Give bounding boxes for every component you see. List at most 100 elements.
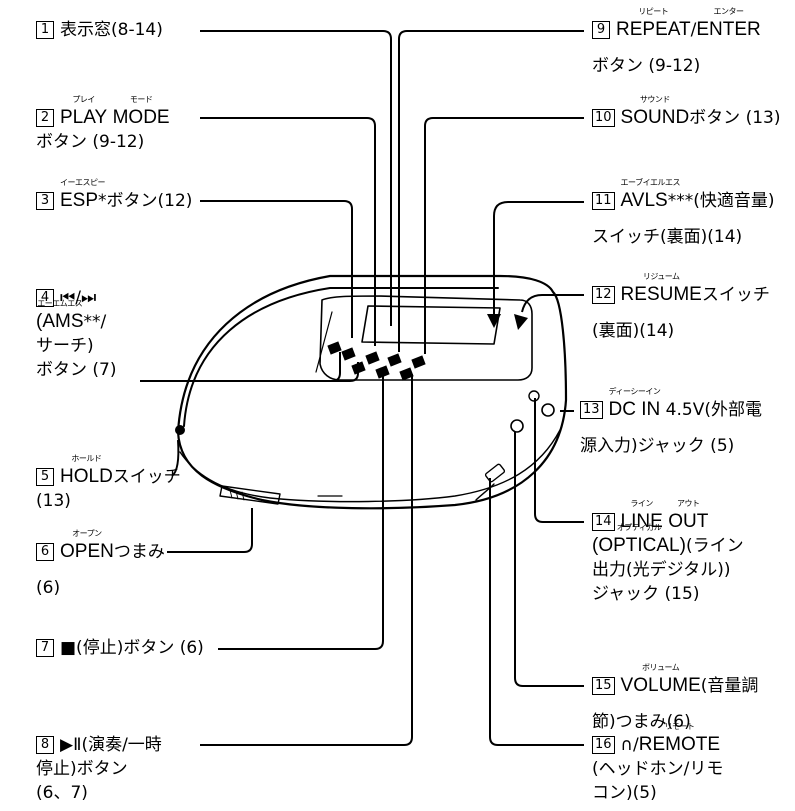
callout-text: *ボタン(12) bbox=[98, 191, 193, 211]
callout-text: ⏮/⏭ bbox=[60, 288, 97, 308]
callout-15-line: 節)つまみ(6) bbox=[592, 710, 758, 734]
callout-number: 14 bbox=[592, 513, 615, 531]
callout-text: ボタン (13) bbox=[689, 108, 781, 128]
callout-16-line: (ヘッドホン/リモ bbox=[592, 757, 723, 781]
callout-reading: ボリューム bbox=[642, 663, 680, 672]
leader-7 bbox=[218, 372, 384, 650]
arrow-12 bbox=[514, 314, 528, 330]
callout-reading: エーエムエス bbox=[37, 299, 83, 308]
callout-number: 5 bbox=[36, 468, 54, 486]
leader-6 bbox=[167, 508, 253, 553]
callout-text: コン)(5) bbox=[592, 783, 657, 803]
callout-text: 停止)ボタン bbox=[36, 759, 128, 779]
dc-in-jack bbox=[541, 403, 555, 417]
callout-reading: リジューム bbox=[642, 272, 680, 281]
callout-text: (ヘッドホン/リモ bbox=[592, 759, 724, 779]
callout-text: ▶Ⅱ(演奏/一時 bbox=[60, 735, 162, 755]
sound-button bbox=[411, 355, 426, 369]
callout-reading: ホールド bbox=[71, 454, 102, 463]
leader-2 bbox=[200, 117, 376, 346]
callout-8-line: (6、7) bbox=[36, 781, 162, 805]
callout-16-line: コン)(5) bbox=[592, 781, 723, 805]
leader-9 bbox=[398, 30, 584, 352]
callout-text: (6) bbox=[36, 578, 61, 598]
callout-4-line: 4⏮/⏭ bbox=[36, 286, 116, 310]
open-slider bbox=[219, 485, 281, 505]
callout-8-line: 8▶Ⅱ(演奏/一時 bbox=[36, 733, 162, 757]
callout-text: スイッチ bbox=[112, 467, 181, 487]
callout-number: 12 bbox=[592, 286, 615, 304]
callout-reading: リピート bbox=[638, 7, 669, 16]
callout-reading: エンター bbox=[713, 7, 745, 16]
callout-text: つまみ bbox=[113, 542, 165, 562]
leader-14 bbox=[534, 398, 584, 523]
callout-number: 2 bbox=[36, 109, 54, 127]
callout-number: 13 bbox=[580, 401, 603, 419]
callout-text: (裏面)(14) bbox=[592, 321, 675, 341]
callout-7-line: 7■(停止)ボタン (6) bbox=[36, 636, 204, 660]
callout-text: サーチ) bbox=[36, 336, 94, 356]
callout-term: VOLUME bbox=[620, 675, 701, 696]
callout-14-line: (OPTICAL)オプティカル(ライン bbox=[592, 523, 744, 558]
callout-term: (AMS bbox=[36, 311, 84, 332]
prev-button bbox=[327, 341, 342, 355]
callout-13-line: 源入力)ジャック (5) bbox=[580, 434, 762, 458]
callout-2-line: ボタン (9-12) bbox=[36, 130, 170, 154]
callout-text: スイッチ bbox=[701, 285, 770, 305]
leader-3 bbox=[200, 200, 353, 338]
callout-term: ENTER bbox=[696, 19, 761, 40]
lid-rim bbox=[183, 287, 499, 427]
callout-text: (ライン bbox=[685, 536, 744, 556]
callout-term: REPEAT bbox=[616, 19, 691, 40]
esp-button bbox=[341, 347, 356, 361]
callout-reading: アウト bbox=[677, 499, 700, 508]
line-out-jack bbox=[484, 463, 506, 483]
callout-term: OPEN bbox=[60, 541, 114, 562]
leader-5 bbox=[171, 439, 180, 477]
lower-rim bbox=[179, 429, 561, 503]
callout-text: 表示窓(8-14) bbox=[60, 20, 163, 40]
callout-number: 7 bbox=[36, 639, 54, 657]
callout-reading: プレイ bbox=[72, 95, 95, 104]
callout-reading: エーブイエルエス bbox=[620, 178, 681, 187]
callout-number: 10 bbox=[592, 109, 615, 127]
leader-16 bbox=[489, 478, 584, 746]
callout-4-line: サーチ) bbox=[36, 334, 116, 358]
repeat-button bbox=[387, 353, 402, 367]
callout-term: AVLS bbox=[620, 190, 668, 211]
callout-text: スイッチ(裏面)(14) bbox=[592, 227, 743, 247]
hold-switch bbox=[175, 425, 185, 435]
callout-text: ボタン (9-12) bbox=[36, 132, 145, 152]
callout-text: ボタン (7) bbox=[36, 360, 117, 380]
callout-text: (6、7) bbox=[36, 783, 88, 803]
callout-number: 16 bbox=[592, 736, 615, 754]
display-window bbox=[361, 305, 501, 345]
callout-6-line: (6) bbox=[36, 576, 165, 600]
callout-text: ボタン (9-12) bbox=[592, 56, 701, 76]
callout-number: 15 bbox=[592, 677, 615, 695]
leader-4b bbox=[331, 352, 341, 382]
callout-14-line: ジャック (15) bbox=[592, 582, 744, 606]
callout-9-line: ボタン (9-12) bbox=[592, 54, 761, 78]
leader-1 bbox=[200, 30, 392, 326]
play-mode-button bbox=[365, 351, 380, 365]
